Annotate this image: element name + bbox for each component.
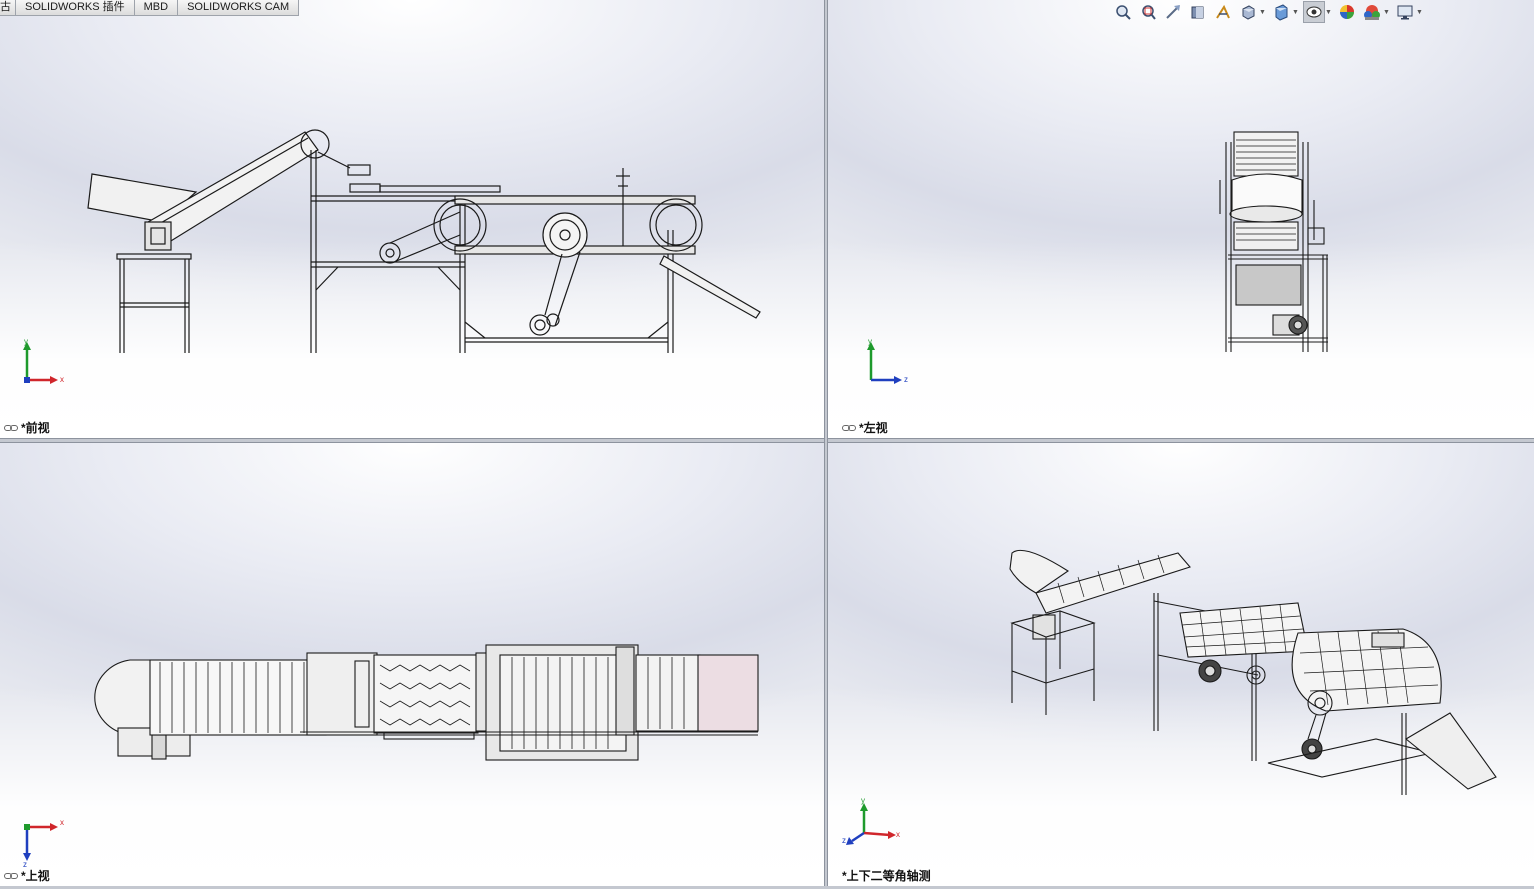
view-name: *上视 xyxy=(21,869,50,883)
tab-truncated[interactable]: 古 xyxy=(0,0,16,16)
axis-triad-left: y z xyxy=(867,337,908,384)
view-label-front[interactable]: *前视 xyxy=(4,419,50,436)
top-view-model xyxy=(94,644,759,761)
horizontal-viewport-splitter[interactable] xyxy=(0,438,1534,443)
viewport-left[interactable]: ▼ ▼ ▼ ▼ ▼ xyxy=(828,0,1534,438)
axis-triad-front: y x xyxy=(23,337,64,384)
chevron-down-icon[interactable]: ▼ xyxy=(1416,8,1423,16)
triad-label-d: z xyxy=(842,836,846,845)
chevron-down-icon[interactable]: ▼ xyxy=(1259,8,1266,16)
link-views-icon xyxy=(842,424,856,431)
link-views-icon xyxy=(4,872,18,879)
display-style-icon[interactable] xyxy=(1270,1,1292,23)
front-view-model xyxy=(87,129,761,353)
apply-scene-icon[interactable] xyxy=(1361,1,1383,23)
left-view-model xyxy=(1219,131,1328,352)
viewport-top[interactable]: x z *上视 xyxy=(0,443,824,886)
triad-label-h: x xyxy=(60,818,64,827)
vertical-viewport-splitter[interactable] xyxy=(824,0,828,889)
zoom-to-fit-icon[interactable] xyxy=(1112,1,1134,23)
triad-label-h: x xyxy=(896,830,900,839)
axis-triad-top: x z xyxy=(23,818,64,867)
triad-label-v: y xyxy=(24,337,28,346)
hide-show-items-icon[interactable] xyxy=(1303,1,1325,23)
triad-label-v: z xyxy=(23,860,27,867)
view-label-left[interactable]: *左视 xyxy=(842,419,888,436)
tab-solidworks-cam[interactable]: SOLIDWORKS CAM xyxy=(177,0,300,16)
viewport-front[interactable]: y x *前视 xyxy=(0,0,824,438)
edit-appearance-icon[interactable] xyxy=(1336,1,1358,23)
view-settings-icon[interactable] xyxy=(1394,1,1416,23)
view-name: *左视 xyxy=(859,421,888,435)
section-view-icon[interactable] xyxy=(1187,1,1209,23)
view-name: *上下二等角轴测 xyxy=(842,869,931,883)
previous-view-icon[interactable] xyxy=(1162,1,1184,23)
dynamic-annotation-icon[interactable] xyxy=(1212,1,1234,23)
isometric-view-model xyxy=(1009,549,1497,795)
chevron-down-icon[interactable]: ▼ xyxy=(1292,8,1299,16)
view-label-top[interactable]: *上视 xyxy=(4,867,50,884)
triad-label-h: z xyxy=(904,375,908,384)
chevron-down-icon[interactable]: ▼ xyxy=(1325,8,1332,16)
chevron-down-icon[interactable]: ▼ xyxy=(1383,8,1390,16)
link-views-icon xyxy=(4,424,18,431)
triad-label-v: y xyxy=(861,797,865,805)
view-name: *前视 xyxy=(21,421,50,435)
heads-up-view-toolbar: ▼ ▼ ▼ ▼ ▼ xyxy=(1112,0,1424,24)
zoom-to-area-icon[interactable] xyxy=(1137,1,1159,23)
tab-solidworks-addins[interactable]: SOLIDWORKS 插件 xyxy=(15,0,135,16)
triad-label-h: x xyxy=(60,375,64,384)
axis-triad-iso: y x z xyxy=(842,797,900,845)
bottom-border xyxy=(0,886,1534,889)
view-label-iso[interactable]: *上下二等角轴测 xyxy=(842,867,931,884)
view-orientation-icon[interactable] xyxy=(1237,1,1259,23)
tab-mbd[interactable]: MBD xyxy=(133,0,179,16)
command-manager-tabs: 古 SOLIDWORKS 插件 MBD SOLIDWORKS CAM xyxy=(0,0,300,16)
viewport-isometric[interactable]: y x z *上下二等角轴测 xyxy=(828,443,1534,886)
triad-label-v: y xyxy=(868,337,872,346)
